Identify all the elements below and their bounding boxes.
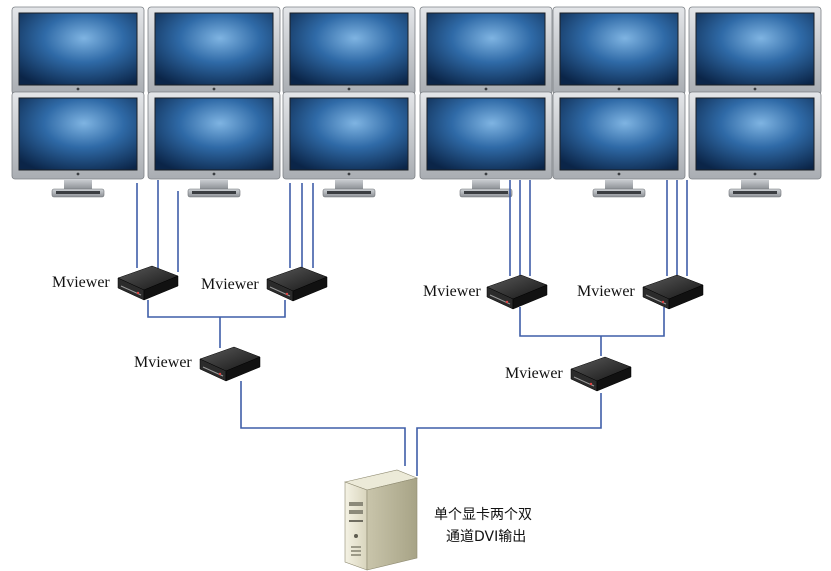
- caption-line-1: 单个显卡两个双: [434, 507, 532, 523]
- cable: [416, 393, 602, 476]
- pc-tower-icon: [343, 469, 418, 571]
- mviewer-box-icon: [199, 346, 261, 382]
- mviewer-box-icon: [642, 274, 704, 310]
- cable-lines: [136, 180, 688, 476]
- mviewer-label: Mviewer: [52, 274, 110, 291]
- monitor-icon: [552, 91, 686, 198]
- monitor-icon: [11, 91, 145, 198]
- monitor-icon: [11, 6, 145, 95]
- cable: [240, 381, 406, 466]
- caption-line-2: 通道DVI输出: [446, 529, 527, 545]
- monitor-icon: [147, 91, 281, 198]
- mviewer-label: Mviewer: [423, 283, 481, 300]
- monitor-icon: [688, 6, 822, 95]
- cable: [519, 307, 665, 337]
- mviewer-label: Mviewer: [201, 276, 259, 293]
- monitor-icon: [419, 6, 553, 95]
- mviewer-label: Mviewer: [134, 354, 192, 371]
- monitor-icon: [419, 91, 553, 198]
- monitor-wall: [11, 6, 822, 198]
- mviewer-box-icon: [570, 356, 632, 392]
- monitor-icon: [688, 91, 822, 198]
- mviewer-label: Mviewer: [577, 283, 635, 300]
- mviewer-box-icon: [117, 265, 179, 301]
- mviewer-box-icon: [486, 274, 548, 310]
- monitor-icon: [282, 6, 416, 95]
- caption: 单个显卡两个双 通道DVI输出: [434, 504, 532, 548]
- monitor-icon: [282, 91, 416, 198]
- mviewer-box-icon: [266, 266, 328, 302]
- monitor-icon: [147, 6, 281, 95]
- cable: [147, 300, 286, 318]
- mviewer-devices: [117, 265, 704, 392]
- mviewer-label: Mviewer: [505, 365, 563, 382]
- monitor-icon: [552, 6, 686, 95]
